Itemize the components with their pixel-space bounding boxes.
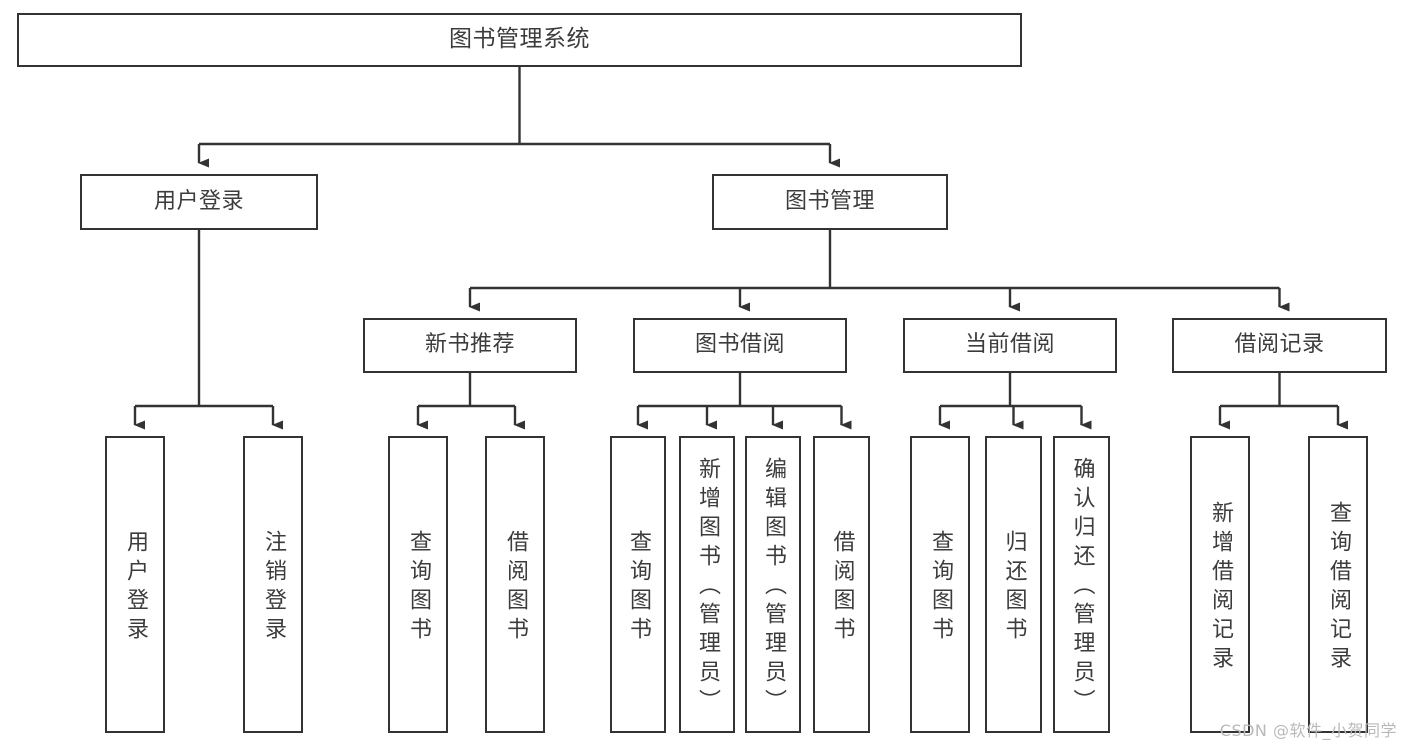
- node-borrow[interactable]: 图书借阅: [633, 318, 847, 373]
- node-label: 图书管理: [784, 188, 875, 214]
- node-label: 新书推荐: [424, 332, 515, 358]
- node-leaf-rec-query[interactable]: 查询借阅记录: [1308, 436, 1368, 733]
- node-label: 归还图书: [1001, 529, 1027, 646]
- node-leaf-cur-query[interactable]: 查询图书: [910, 436, 970, 733]
- node-leaf-logout[interactable]: 注销登录: [243, 436, 303, 733]
- node-leaf-nb-query[interactable]: 查询图书: [388, 436, 448, 733]
- node-label: 查询图书: [928, 529, 953, 646]
- csdn-watermark: CSDN @软件_小贺同学: [1219, 721, 1397, 740]
- node-leaf-bw-add[interactable]: 新增图书（管理员）: [679, 436, 735, 733]
- node-label: 当前借阅: [964, 332, 1055, 358]
- node-label: 查询借阅记录: [1326, 500, 1351, 675]
- node-leaf-rec-add[interactable]: 新增借阅记录: [1190, 436, 1250, 733]
- node-leaf-bw-borrow[interactable]: 借阅图书: [813, 436, 870, 733]
- node-leaf-user-login[interactable]: 用户登录: [105, 436, 165, 733]
- node-bookmgmt[interactable]: 图书管理: [712, 174, 948, 230]
- node-label: 确认归还（管理员）: [1069, 457, 1095, 718]
- node-label: 图书管理系统: [449, 26, 590, 53]
- node-records[interactable]: 借阅记录: [1172, 318, 1387, 373]
- node-label: 借阅图书: [503, 529, 528, 646]
- node-label: 查询图书: [406, 529, 431, 646]
- node-root[interactable]: 图书管理系统: [17, 13, 1022, 67]
- node-leaf-cur-confirm[interactable]: 确认归还（管理员）: [1053, 436, 1110, 733]
- node-leaf-nb-borrow[interactable]: 借阅图书: [485, 436, 545, 733]
- node-label: 图书借阅: [694, 332, 785, 358]
- node-login[interactable]: 用户登录: [80, 174, 318, 230]
- node-label: 用户登录: [153, 188, 244, 214]
- node-label: 新增图书（管理员）: [695, 457, 720, 718]
- node-label: 注销登录: [261, 529, 286, 646]
- node-label: 借阅图书: [829, 529, 855, 646]
- node-label: 用户登录: [123, 529, 148, 646]
- node-label: 新增借阅记录: [1208, 500, 1233, 675]
- node-newbook[interactable]: 新书推荐: [363, 318, 577, 373]
- node-current[interactable]: 当前借阅: [903, 318, 1117, 373]
- node-label: 编辑图书（管理员）: [761, 457, 786, 718]
- node-leaf-bw-edit[interactable]: 编辑图书（管理员）: [745, 436, 801, 733]
- node-label: 查询图书: [626, 529, 651, 646]
- node-leaf-bw-query[interactable]: 查询图书: [610, 436, 666, 733]
- node-label: 借阅记录: [1234, 332, 1325, 358]
- node-leaf-cur-return[interactable]: 归还图书: [985, 436, 1042, 733]
